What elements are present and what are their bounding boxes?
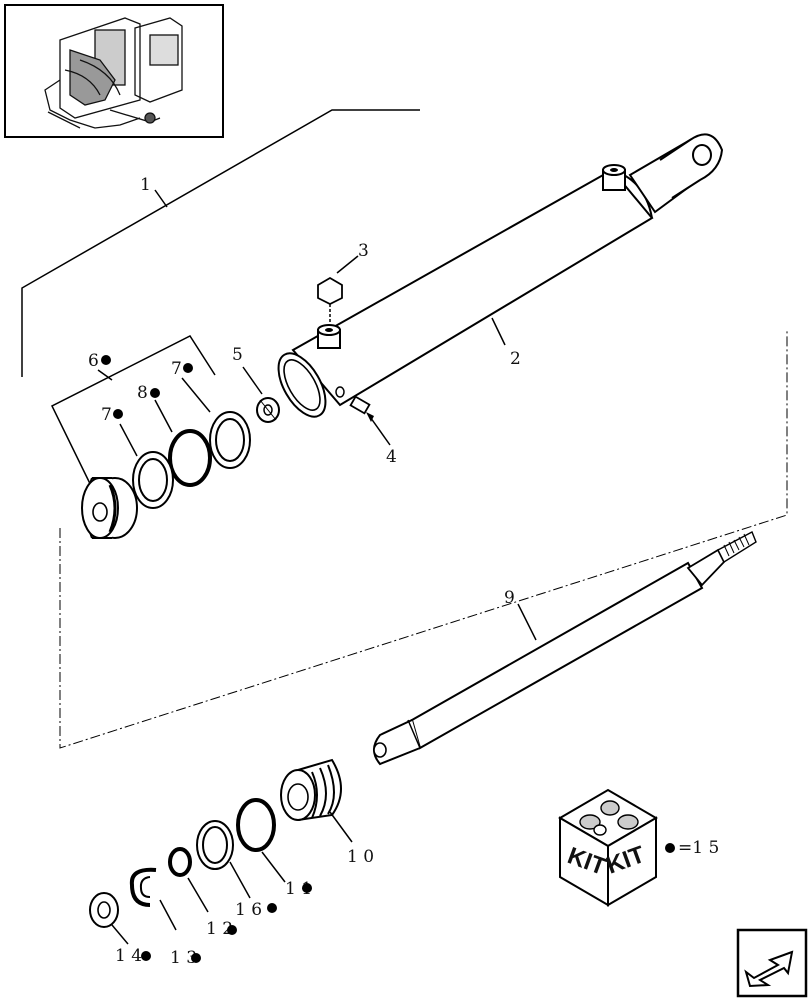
callout-14: 1 4 [115,946,142,966]
leader-6 [97,369,113,381]
callout-10: 1 0 [347,847,374,867]
callout-1: 1 [140,175,151,195]
callout-3: 3 [358,241,369,261]
snap-ring-part-13[interactable] [129,867,177,931]
nut-part-5[interactable] [242,366,280,423]
bullet-6 [101,355,111,365]
callout-9: 9 [504,588,515,608]
bullet-8 [150,388,160,398]
bullet-11 [302,883,312,893]
bracket-lines [21,109,420,501]
piston-part-6[interactable] [81,477,138,539]
oring-part-12[interactable] [168,847,209,913]
callout-4: 4 [386,447,397,467]
kit-box-legend: KIT KIT =1 5 [558,788,719,907]
piston-rod-part-9[interactable] [373,531,757,766]
callout-7-right: 7 [171,359,182,379]
oring-part-11[interactable] [236,798,286,883]
leader-2 [491,317,506,346]
piston-bracket-6 [51,335,216,501]
locator-thumbnail[interactable] [4,4,224,138]
callout-12: 1 2 [206,919,233,939]
assembly-bracket-1 [21,109,420,377]
bullet-7-left [113,409,123,419]
oring-part-8[interactable] [154,399,212,487]
back-arrow-icon[interactable] [736,928,808,998]
gland-part-10[interactable] [280,758,353,843]
callout-7-left: 7 [101,405,112,425]
callout-16: 1 6 [235,900,262,920]
kit-legend-bullet [665,843,675,853]
alignment-line [59,330,788,749]
washer-7-right[interactable] [181,377,251,469]
bullet-14 [141,951,151,961]
callout-labels: 1 2 3 4 5 6 7 8 7 9 1 0 1 1 1 6 1 2 1 3 … [88,175,521,968]
bullet-16 [267,903,277,913]
bolt-part-3[interactable] [317,255,359,322]
bullet-7-right [183,363,193,373]
bullet-13 [191,953,201,963]
kit-bullets [101,355,312,963]
callout-5: 5 [232,345,243,365]
barrel[interactable] [269,133,724,424]
callout-13: 1 3 [170,948,197,968]
bullet-12 [227,925,237,935]
callout-6: 6 [88,351,99,371]
washer-part-16[interactable] [196,820,251,899]
washer-7-left[interactable] [119,423,174,509]
callout-8: 8 [137,383,148,403]
setscrew-part-4[interactable] [349,395,391,446]
washer-part-14[interactable] [89,892,129,945]
leader-1 [154,189,168,208]
kit-legend-text: =1 5 [678,838,719,858]
callout-2: 2 [510,349,521,369]
